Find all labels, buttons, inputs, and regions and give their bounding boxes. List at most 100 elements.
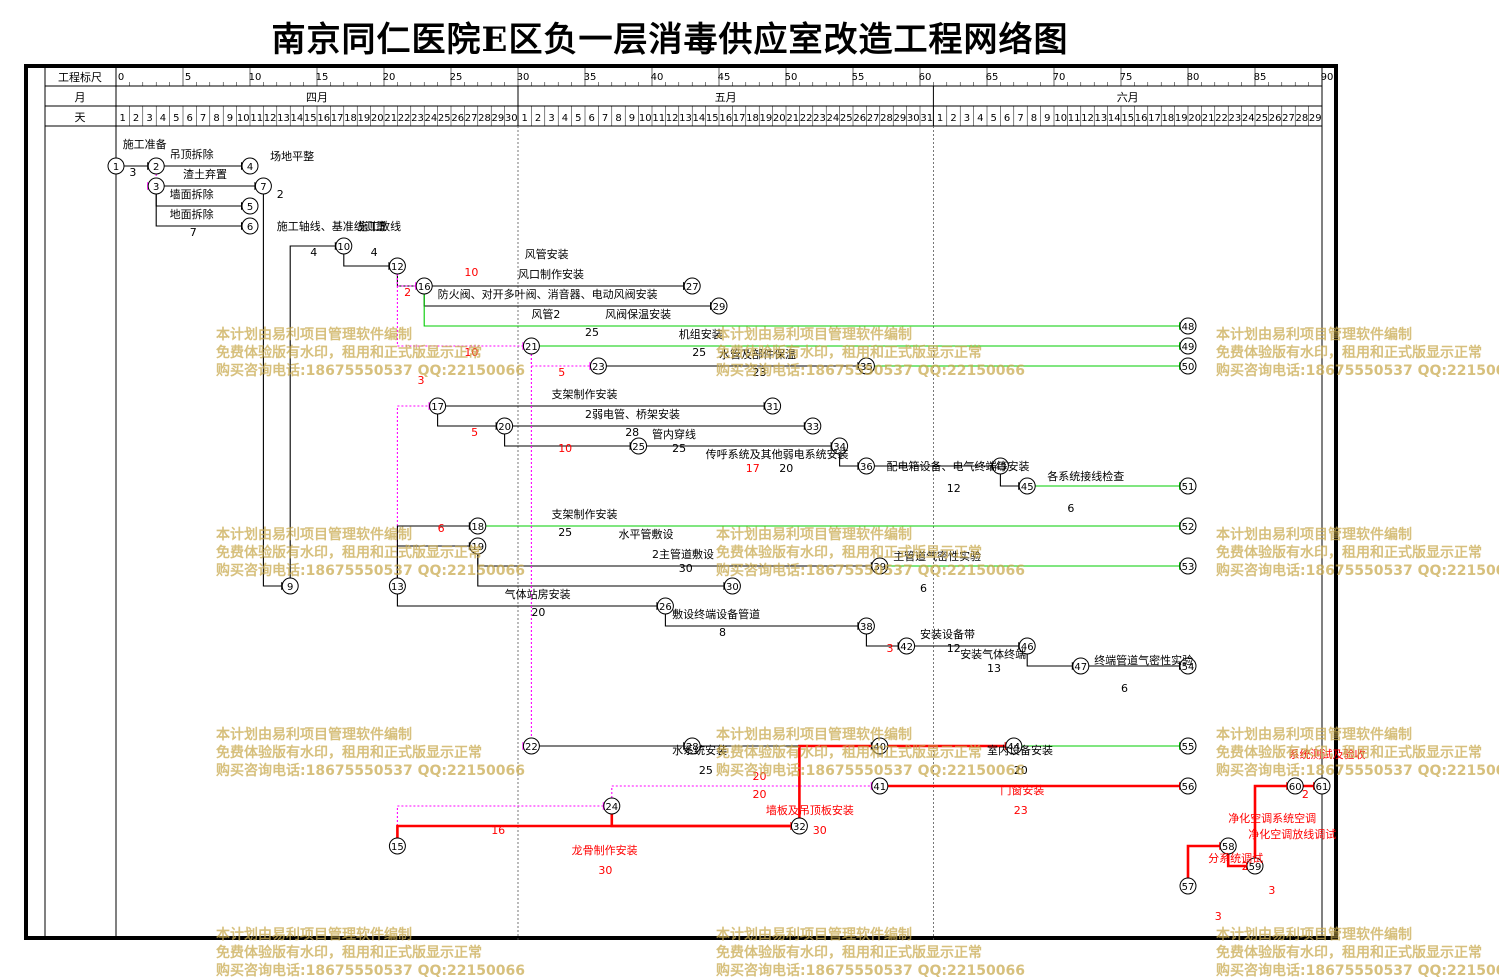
- event-node-label: 34: [833, 442, 846, 453]
- day-number: 7: [1017, 113, 1023, 124]
- activity-label: 安装设备带: [920, 627, 975, 641]
- event-node-label: 24: [605, 802, 618, 813]
- activity-label: 终端管道气密性实验: [1094, 653, 1193, 667]
- event-node-label: 50: [1182, 362, 1195, 373]
- event-node-label: 52: [1182, 522, 1195, 533]
- activity-label: 3: [1268, 884, 1275, 897]
- activity-label: 水系统安装: [672, 743, 727, 757]
- day-number: 22: [398, 113, 411, 124]
- event-node-label: 32: [793, 822, 806, 833]
- activity-label: 8: [719, 626, 726, 639]
- day-number: 15: [1121, 113, 1134, 124]
- day-number: 29: [1309, 113, 1322, 124]
- event-node: [388, 837, 406, 855]
- activity-label: 12: [947, 482, 961, 495]
- activity-arrow: [155, 186, 250, 227]
- event-node: [469, 537, 487, 555]
- activity-arrow: [396, 545, 478, 586]
- day-number: 22: [1215, 113, 1228, 124]
- event-node-label: 56: [1182, 782, 1195, 793]
- day-number: 21: [1202, 113, 1215, 124]
- event-node: [1246, 857, 1264, 875]
- activity-label: 系统测试及验收: [1289, 747, 1366, 761]
- activity-arrow: [437, 406, 505, 427]
- event-node-label: 22: [525, 742, 538, 753]
- day-number: 14: [693, 113, 706, 124]
- scale-tick-label: 35: [584, 72, 597, 83]
- day-number: 13: [679, 113, 692, 124]
- event-node-label: 44: [1007, 742, 1020, 753]
- scale-tick-label: 30: [517, 72, 530, 83]
- day-number: 15: [304, 113, 317, 124]
- activity-label: 分系统调试: [1208, 852, 1263, 865]
- event-node-label: 40: [873, 742, 886, 753]
- day-number: 23: [1229, 113, 1242, 124]
- activity-label: 渣土弃置: [183, 167, 227, 181]
- event-node: [1313, 777, 1331, 795]
- event-node: [804, 417, 822, 435]
- activity-label: 地面拆除: [170, 207, 214, 221]
- day-number: 3: [548, 113, 554, 124]
- day-number: 24: [827, 113, 840, 124]
- day-number: 26: [451, 113, 464, 124]
- day-label: 天: [75, 111, 86, 124]
- scale-tick-label: 70: [1053, 72, 1066, 83]
- day-number: 25: [840, 113, 853, 124]
- event-node: [589, 357, 607, 375]
- activity-label: 主管道气密性实验: [893, 549, 981, 563]
- activity-label: 5: [471, 426, 478, 439]
- activity-arrow: [611, 785, 880, 806]
- scale-tick-label: 45: [718, 72, 731, 83]
- event-node: [1179, 737, 1197, 755]
- event-node-label: 26: [659, 602, 672, 613]
- activity-label: 风阀保温安装: [605, 307, 671, 321]
- activity-label: 6: [1121, 682, 1128, 695]
- event-node: [107, 157, 125, 175]
- event-node-label: 54: [1182, 662, 1195, 673]
- day-number: 25: [1255, 113, 1268, 124]
- event-node: [710, 297, 728, 315]
- event-node-label: 18: [471, 522, 484, 533]
- activity-label: 25: [558, 526, 572, 539]
- day-number: 26: [1269, 113, 1282, 124]
- day-number: 16: [1135, 113, 1148, 124]
- event-node: [388, 257, 406, 275]
- activity-label: 3: [129, 166, 136, 179]
- event-node: [1219, 837, 1237, 855]
- event-node-label: 57: [1182, 882, 1195, 893]
- activity-label: 2: [1302, 788, 1309, 801]
- event-node-label: 61: [1316, 782, 1329, 793]
- activity-label: 25: [692, 346, 706, 359]
- event-node: [254, 177, 272, 195]
- activity-label: 25: [672, 442, 686, 455]
- activity-label: 场地平整: [270, 149, 314, 163]
- event-node: [147, 177, 165, 195]
- day-number: 28: [880, 113, 893, 124]
- activity-label: 2: [404, 286, 411, 299]
- scale-tick-label: 10: [249, 72, 262, 83]
- activity-label: 13: [987, 662, 1001, 675]
- activity-arrow: [289, 245, 344, 586]
- event-node-label: 19: [471, 542, 484, 553]
- day-number: 8: [1031, 113, 1037, 124]
- event-node: [991, 457, 1009, 475]
- day-number: 12: [1081, 113, 1094, 124]
- activity-label: 6: [438, 522, 445, 535]
- event-node: [857, 457, 875, 475]
- event-node: [857, 617, 875, 635]
- activity-label: 各系统接线检查: [1047, 469, 1124, 483]
- day-number: 11: [1068, 113, 1081, 124]
- event-node-label: 48: [1182, 322, 1195, 333]
- event-node-label: 1: [113, 162, 119, 173]
- event-node: [241, 217, 259, 235]
- event-node: [335, 237, 353, 255]
- event-node: [1179, 517, 1197, 535]
- event-node: [857, 357, 875, 375]
- day-number: 27: [1282, 113, 1295, 124]
- day-number: 23: [411, 113, 424, 124]
- scale-tick-label: 75: [1120, 72, 1133, 83]
- event-node-label: 23: [592, 362, 605, 373]
- event-node-label: 45: [1021, 482, 1034, 493]
- activity-label: 2主管道敷设: [652, 547, 714, 561]
